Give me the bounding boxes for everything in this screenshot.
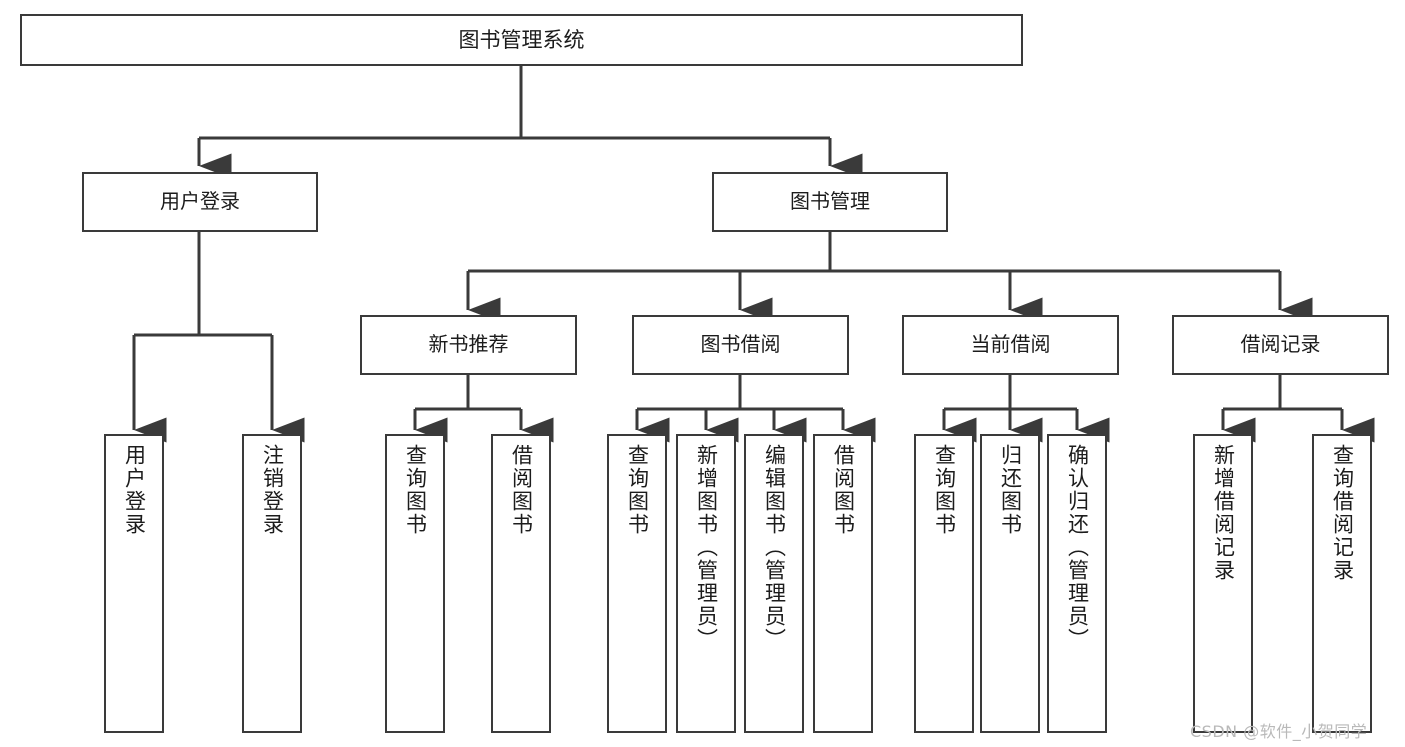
node-current-borrow[interactable]: 当前借阅 — [902, 315, 1119, 375]
node-leaf-logout[interactable]: 注销登录 — [242, 434, 302, 733]
node-new-book-recommend-label: 新书推荐 — [428, 332, 509, 357]
node-leaf-add-book-label: 新增图书（管理员） — [694, 444, 719, 651]
node-leaf-query-book-1[interactable]: 查询图书 — [385, 434, 445, 733]
node-book-borrow[interactable]: 图书借阅 — [632, 315, 849, 375]
node-borrow-record[interactable]: 借阅记录 — [1172, 315, 1389, 375]
node-user-login-label: 用户登录 — [160, 189, 240, 214]
node-leaf-add-record[interactable]: 新增借阅记录 — [1193, 434, 1253, 733]
node-root[interactable]: 图书管理系统 — [20, 14, 1023, 66]
node-leaf-confirm-return[interactable]: 确认归还（管理员） — [1047, 434, 1107, 733]
node-book-manage-label: 图书管理 — [790, 189, 870, 214]
node-root-label: 图书管理系统 — [458, 27, 585, 52]
node-leaf-borrow-book-2[interactable]: 借阅图书 — [813, 434, 873, 733]
node-leaf-logout-label: 注销登录 — [260, 444, 285, 536]
node-leaf-return-book[interactable]: 归还图书 — [980, 434, 1040, 733]
node-leaf-query-record[interactable]: 查询借阅记录 — [1312, 434, 1372, 733]
node-new-book-recommend[interactable]: 新书推荐 — [360, 315, 577, 375]
node-leaf-borrow-book-1-label: 借阅图书 — [509, 444, 534, 536]
node-book-borrow-label: 图书借阅 — [700, 332, 781, 357]
node-current-borrow-label: 当前借阅 — [970, 332, 1051, 357]
node-leaf-query-book-1-label: 查询图书 — [403, 444, 428, 536]
node-user-login[interactable]: 用户登录 — [82, 172, 318, 232]
node-leaf-query-record-label: 查询借阅记录 — [1330, 444, 1355, 582]
node-leaf-user-login[interactable]: 用户登录 — [104, 434, 164, 733]
node-borrow-record-label: 借阅记录 — [1240, 332, 1321, 357]
node-leaf-query-book-3-label: 查询图书 — [932, 444, 957, 536]
node-leaf-edit-book-label: 编辑图书（管理员） — [762, 444, 787, 651]
node-leaf-query-book-3[interactable]: 查询图书 — [914, 434, 974, 733]
node-leaf-borrow-book-1[interactable]: 借阅图书 — [491, 434, 551, 733]
csdn-watermark: CSDN @软件_小贺同学 — [1190, 722, 1368, 741]
node-leaf-add-book[interactable]: 新增图书（管理员） — [676, 434, 736, 733]
node-leaf-query-book-2[interactable]: 查询图书 — [607, 434, 667, 733]
node-leaf-borrow-book-2-label: 借阅图书 — [831, 444, 856, 536]
node-book-manage[interactable]: 图书管理 — [712, 172, 948, 232]
node-leaf-add-record-label: 新增借阅记录 — [1211, 444, 1236, 582]
node-leaf-user-login-label: 用户登录 — [122, 444, 147, 536]
node-leaf-query-book-2-label: 查询图书 — [625, 444, 650, 536]
node-leaf-edit-book[interactable]: 编辑图书（管理员） — [744, 434, 804, 733]
node-leaf-return-book-label: 归还图书 — [998, 444, 1023, 536]
node-leaf-confirm-return-label: 确认归还（管理员） — [1065, 444, 1090, 651]
